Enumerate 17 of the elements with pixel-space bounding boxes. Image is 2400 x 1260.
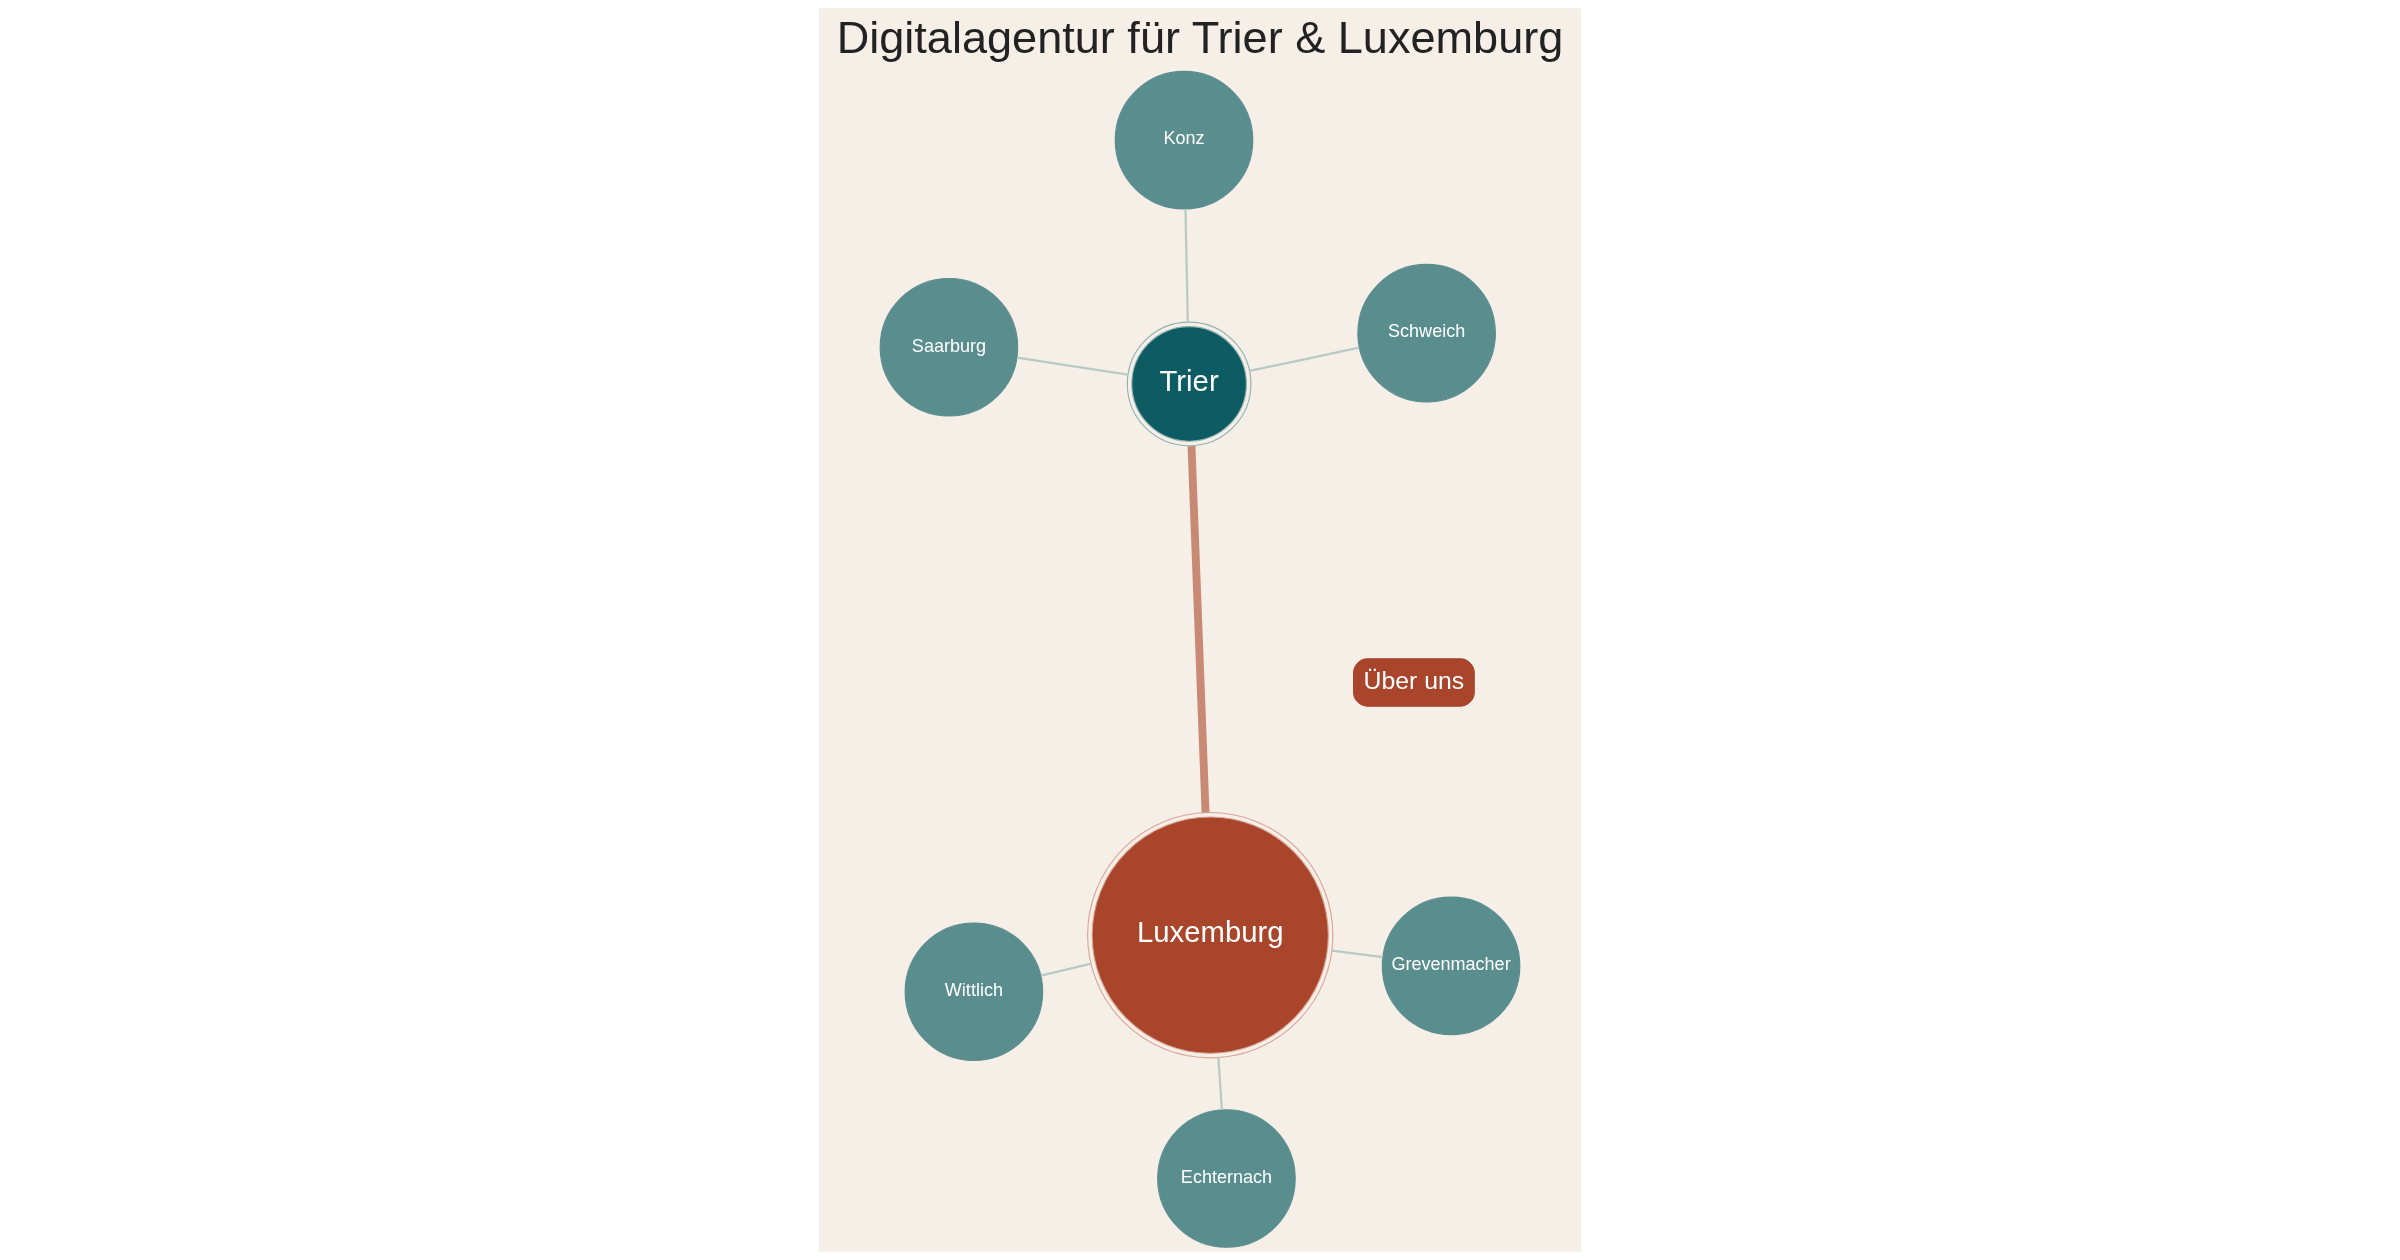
- node-circle: Konz: [1114, 70, 1254, 210]
- node-circle: Wittlich: [904, 922, 1044, 1062]
- connector: [1184, 209, 1189, 322]
- node-circle: Grevenmacher: [1381, 896, 1521, 1036]
- connector: [1040, 962, 1092, 977]
- node-circle: Luxemburg: [1087, 812, 1334, 1059]
- connector: [1217, 1057, 1223, 1110]
- node-circle: Schweich: [1357, 263, 1496, 403]
- connector: [1249, 346, 1360, 373]
- connector: [1017, 356, 1129, 376]
- node-circle: Saarburg: [879, 277, 1019, 417]
- diagram-title: Digitalagentur für Trier & Luxemburg: [836, 12, 1564, 64]
- node-box: Über uns: [1353, 658, 1475, 707]
- node-circle: Trier: [1126, 321, 1252, 447]
- connector: [1331, 949, 1383, 959]
- node-circle: Echternach: [1157, 1109, 1296, 1248]
- connector: [1187, 445, 1210, 813]
